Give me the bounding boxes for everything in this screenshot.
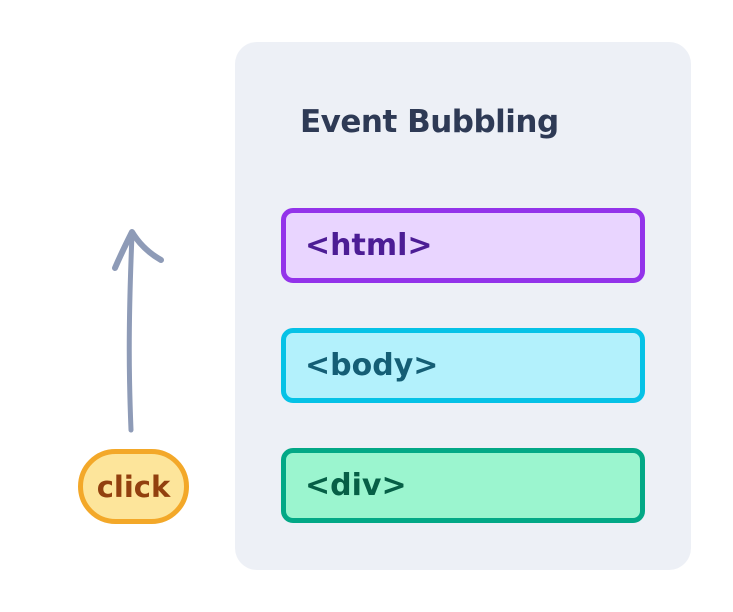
div-element-label: <div>: [305, 468, 407, 503]
arrow-shaft: [126, 232, 135, 433]
click-event-label: click: [96, 469, 171, 504]
arrow-head: [112, 229, 164, 271]
diagram-title: Event Bubbling: [300, 104, 559, 140]
body-element-label: <body>: [305, 348, 439, 383]
div-element-box: <div>: [281, 448, 645, 523]
click-event-badge: click: [78, 449, 189, 524]
html-element-box: <html>: [281, 208, 645, 283]
bubbling-up-arrow-icon: [112, 229, 164, 433]
html-element-label: <html>: [305, 228, 433, 263]
body-element-box: <body>: [281, 328, 645, 403]
